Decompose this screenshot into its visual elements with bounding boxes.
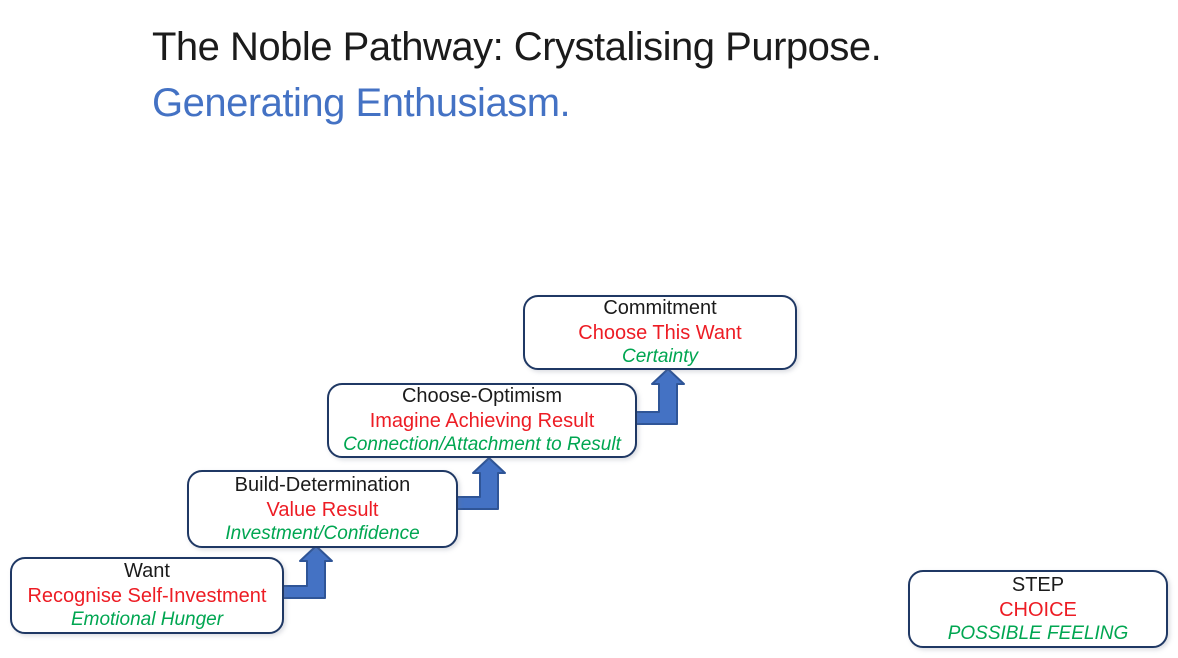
step-box-choose-optimism: Choose-Optimism Imagine Achieving Result… — [327, 383, 637, 458]
choice-label: Imagine Achieving Result — [369, 410, 595, 433]
legend-feeling-label: POSSIBLE FEELING — [947, 622, 1129, 644]
title-line-2: Generating Enthusiasm. — [152, 81, 571, 126]
step-name: Want — [124, 560, 170, 583]
step-name: Build-Determination — [234, 473, 411, 496]
legend-box: STEP CHOICE POSSIBLE FEELING — [908, 570, 1168, 648]
choice-label: Recognise Self-Investment — [27, 585, 267, 608]
step-box-build-determination: Build-Determination Value Result Investm… — [187, 470, 458, 548]
bent-up-arrow-icon-2 — [455, 457, 506, 510]
feeling-label: Emotional Hunger — [70, 609, 224, 631]
legend-choice-label: CHOICE — [999, 598, 1077, 621]
step-name: Choose-Optimism — [401, 385, 563, 408]
choice-label: Choose This Want — [578, 322, 742, 345]
title-line-1: The Noble Pathway: Crystalising Purpose. — [152, 25, 882, 69]
step-box-want: Want Recognise Self-Investment Emotional… — [10, 557, 284, 634]
feeling-label: Investment/Confidence — [225, 522, 420, 544]
choice-label: Value Result — [266, 498, 379, 521]
bent-up-arrow-icon-1 — [282, 545, 333, 599]
legend-step-label: STEP — [1011, 573, 1065, 596]
bent-up-arrow-icon-3 — [634, 368, 685, 425]
step-box-commitment: Commitment Choose This Want Certainty — [523, 295, 797, 370]
feeling-label: Connection/Attachment to Result — [343, 434, 621, 456]
feeling-label: Certainty — [621, 346, 699, 368]
slide-title: The Noble Pathway: Crystalising Purpose.… — [152, 24, 1132, 127]
step-name: Commitment — [603, 297, 717, 320]
